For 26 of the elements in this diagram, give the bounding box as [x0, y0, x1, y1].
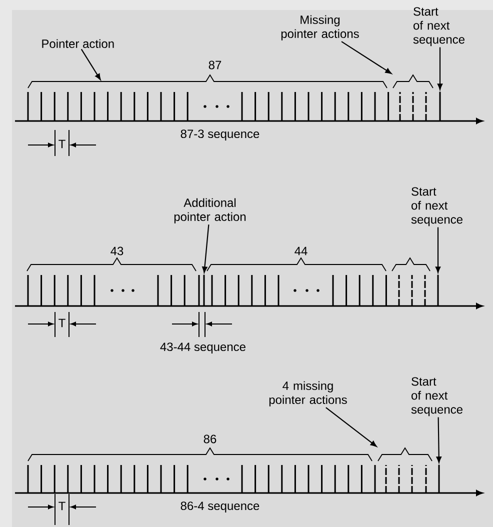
callout-text: 4 missing pointer actions — [269, 381, 347, 406]
leader-arrow — [435, 227, 441, 273]
leader-arrow — [202, 224, 210, 273]
callout-text: Start of next sequence — [411, 187, 462, 226]
count-label: 87 — [208, 60, 222, 70]
callout-text: Missing pointer actions — [281, 15, 359, 40]
sequence-label: 43-44 sequence — [160, 342, 246, 354]
brace — [392, 74, 434, 88]
brace — [378, 447, 432, 462]
period-label: T — [58, 502, 66, 510]
leader-arrow — [436, 417, 442, 463]
callout-text: Pointer action — [42, 39, 114, 48]
period-label: T — [58, 318, 66, 328]
callout-text: Start of next sequence — [411, 377, 462, 416]
period-label: T — [58, 140, 66, 148]
callout-text: Start of next sequence — [413, 7, 464, 46]
callout-text: Additional pointer action — [174, 198, 246, 224]
count-label: 86 — [204, 434, 216, 444]
count-label: 43 — [110, 246, 124, 256]
leader-arrow — [437, 47, 443, 90]
count-label: 44 — [294, 246, 308, 256]
sequence-label: 87-3 sequence — [180, 130, 260, 140]
leader-arrow — [326, 407, 377, 447]
leader-arrow — [80, 48, 101, 80]
sequence-label: 86-4 sequence — [180, 502, 260, 512]
leader-arrow — [341, 41, 392, 74]
